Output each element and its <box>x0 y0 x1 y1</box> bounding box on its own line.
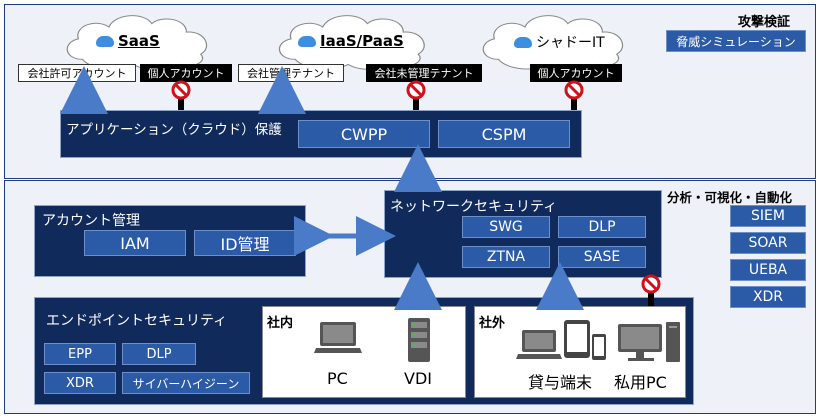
cloud-saas: SaaS <box>96 32 160 50</box>
desktop-icon <box>618 322 680 362</box>
internal-vdi-label: VDI <box>404 369 432 388</box>
server-icon <box>408 318 430 362</box>
network-security-title: ネットワークセキュリティ <box>390 199 558 215</box>
endpoint-title: エンドポイントセキュリティ <box>46 313 228 329</box>
endpoint-epp: EPP <box>44 343 116 365</box>
net-swg: SWG <box>462 216 550 238</box>
external-private-pc-label: 私用PC <box>614 373 667 392</box>
cloud-icon <box>514 36 532 48</box>
cloud-shadow-label: シャドーIT <box>536 35 605 51</box>
cloud-icon <box>298 35 316 47</box>
cloud-iaas-label: IaaS/PaaS <box>320 32 404 50</box>
cloud-shadow-it: シャドーIT <box>514 32 605 52</box>
phone-icon <box>592 334 606 360</box>
endpoint-dlp: DLP <box>122 343 196 365</box>
tablet-icon <box>564 320 590 358</box>
laptop-icon <box>314 322 362 353</box>
tag-personal-account-1: 個人アカウント <box>140 64 232 82</box>
app-cwpp: CWPP <box>298 120 430 148</box>
internal-title: 社内 <box>267 316 294 331</box>
internal-pc-label: PC <box>327 369 348 388</box>
external-title: 社外 <box>479 316 506 331</box>
prohibited-icon <box>406 80 426 100</box>
account-id-mgmt: ID管理 <box>194 230 296 256</box>
net-dlp: DLP <box>558 216 646 238</box>
net-sase: SASE <box>558 246 646 268</box>
tag-company-unmanaged-tenant: 会社未管理テナント <box>366 64 482 82</box>
app-protection-title: アプリケーション（クラウド）保護 <box>66 122 282 138</box>
attack-item: 脅威シミュレーション <box>666 30 806 52</box>
account-mgmt-title: アカウント管理 <box>42 213 140 229</box>
prohibited-icon <box>564 80 584 100</box>
internal-panel <box>262 306 466 398</box>
endpoint-xdr: XDR <box>44 372 116 394</box>
analysis-siem: SIEM <box>730 205 806 227</box>
analysis-soar: SOAR <box>730 232 806 254</box>
attack-title: 攻撃検証 <box>738 15 791 30</box>
cloud-saas-label: SaaS <box>118 32 160 50</box>
tag-personal-account-2: 個人アカウント <box>530 64 622 82</box>
analysis-xdr: XDR <box>730 286 806 308</box>
laptop-icon <box>516 330 562 359</box>
analysis-ueba: UEBA <box>730 259 806 281</box>
endpoint-cyber-hygiene: サイバーハイジーン <box>122 372 250 394</box>
account-iam: IAM <box>84 230 186 256</box>
cloud-icon <box>96 35 114 47</box>
prohibited-icon <box>171 80 191 100</box>
analysis-title: 分析・可視化・自動化 <box>667 190 793 205</box>
prohibited-icon <box>641 274 661 294</box>
cloud-iaas: IaaS/PaaS <box>298 32 404 50</box>
external-loan-device-label: 貸与端末 <box>528 373 593 392</box>
net-ztna: ZTNA <box>462 246 550 268</box>
app-cspm: CSPM <box>438 120 570 148</box>
